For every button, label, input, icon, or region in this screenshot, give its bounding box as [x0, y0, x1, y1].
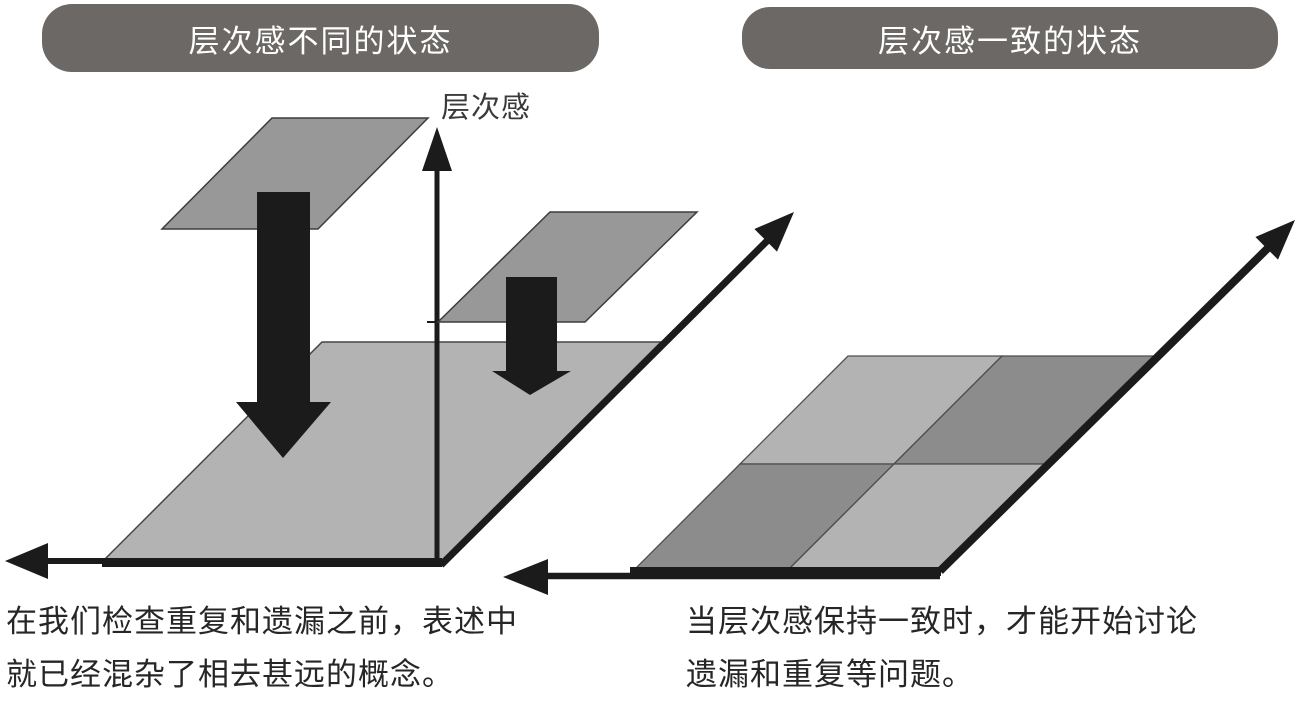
right-caption-line2: 遗漏和重复等问题。: [686, 657, 974, 692]
right-depth-axis-arrow-icon: [1255, 220, 1295, 260]
right-x-axis-arrow-icon: [503, 559, 548, 595]
large-down-arrow-icon: [236, 192, 331, 458]
left-mid-plane: [436, 211, 699, 323]
left-base-plane: [100, 341, 663, 563]
y-axis-label: 层次感: [441, 92, 532, 124]
left-y-axis-arrow-icon: [422, 127, 452, 171]
small-down-arrow-icon: [492, 277, 571, 395]
right-caption: 当层次感保持一致时，才能开始讨论 遗漏和重复等问题。: [686, 595, 1198, 701]
left-caption-line1: 在我们检查重复和遗漏之前，表述中: [6, 604, 518, 639]
right-depth-axis-shaft: [937, 244, 1272, 574]
right-caption-line1: 当层次感保持一致时，才能开始讨论: [686, 604, 1198, 639]
left-depth-axis-arrow-icon: [754, 212, 794, 252]
left-caption: 在我们检查重复和遗漏之前，表述中 就已经混杂了相去甚远的概念。: [6, 595, 518, 701]
left-panel-title: 层次感不同的状态: [42, 4, 599, 72]
left-depth-axis-shaft: [438, 237, 771, 568]
left-panel-title-text: 层次感不同的状态: [188, 23, 453, 59]
left-x-axis-arrow-icon: [5, 543, 48, 579]
left-caption-line2: 就已经混杂了相去甚远的概念。: [6, 657, 454, 692]
right-panel-title: 层次感一致的状态: [742, 7, 1278, 69]
right-panel-title-text: 层次感一致的状态: [878, 23, 1142, 59]
